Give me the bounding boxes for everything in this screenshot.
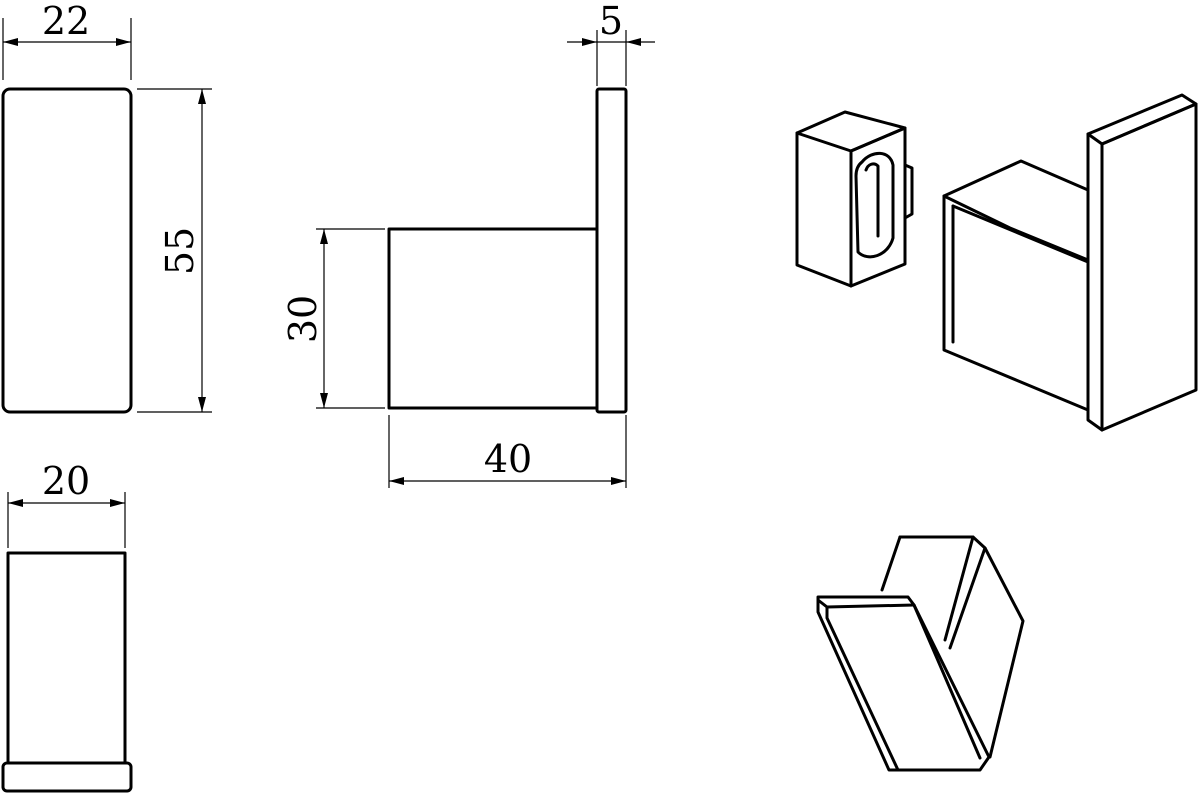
dimension-label-22: 22 <box>42 0 90 43</box>
dimension-label-40: 40 <box>484 437 532 481</box>
dimension-side-thickness: 5 <box>567 0 655 86</box>
front-view-plate-outline <box>1 87 133 414</box>
side-view-wall-plate <box>595 87 628 414</box>
isometric-hook-back <box>816 535 1025 772</box>
dimension-label-5: 5 <box>599 0 623 43</box>
dimension-label-55: 55 <box>158 227 202 275</box>
dimension-front-width: 22 <box>2 0 132 80</box>
bottom-view: 20 <box>1 459 133 793</box>
dimension-label-20: 20 <box>42 459 90 503</box>
isometric-hook-assembled <box>942 93 1198 432</box>
dimension-front-height: 55 <box>137 88 212 413</box>
dimension-side-depth: 40 <box>388 415 627 488</box>
isometric-mount-clip <box>795 110 914 288</box>
bottom-view-arm-outline <box>6 551 127 765</box>
bottom-view-base-plate <box>1 761 133 793</box>
side-view: 5 30 40 <box>281 0 655 488</box>
front-view: 22 55 <box>1 0 212 414</box>
dimension-label-30: 30 <box>281 295 325 343</box>
side-view-hook-arm <box>387 227 599 410</box>
dimension-bottom-width: 20 <box>7 459 126 548</box>
dimension-side-arm-height: 30 <box>281 228 385 409</box>
